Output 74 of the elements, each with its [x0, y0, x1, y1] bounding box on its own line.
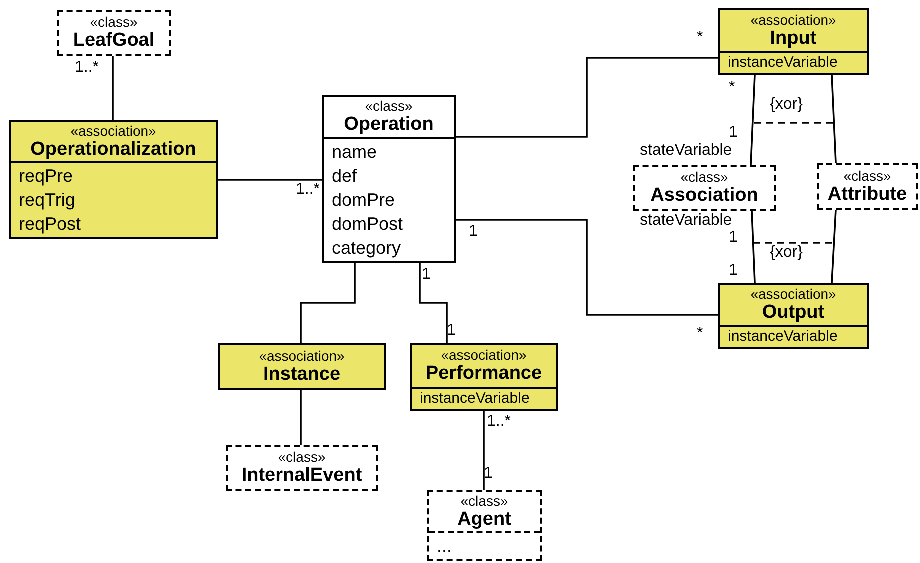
- association-class-box: [718, 8, 869, 75]
- multiplicity-label: 1: [729, 262, 738, 280]
- stereotype-label: «class»: [278, 449, 326, 465]
- multiplicity-label: 1: [729, 229, 738, 247]
- attribute-label: def: [332, 165, 358, 188]
- class-name: Output: [762, 302, 825, 324]
- multiplicity-label: 1..*: [487, 413, 512, 431]
- stereotype-label: «association»: [441, 347, 527, 363]
- attribute-label: ...: [437, 535, 452, 558]
- multiplicity-label: 1: [484, 465, 493, 483]
- class-name: Operation: [344, 114, 434, 136]
- multiplicity-label: 1..*: [75, 59, 100, 77]
- role-name: stateVariable: [640, 142, 732, 160]
- association-class-box: [218, 343, 386, 390]
- class-box: [633, 165, 776, 211]
- association-line: [483, 411, 485, 490]
- class-name: Performance: [426, 363, 542, 385]
- association-line: [831, 74, 837, 164]
- attribute-label: category: [332, 237, 402, 260]
- multiplicity-label: *: [729, 79, 736, 97]
- association-line: [300, 263, 356, 343]
- class-box: [817, 163, 918, 210]
- class-box: [57, 10, 171, 56]
- multiplicity-label: *: [697, 29, 704, 47]
- association-line: [751, 210, 756, 284]
- class-name: Attribute: [828, 184, 908, 206]
- class-box: [427, 490, 542, 561]
- role-name: stateVariable: [640, 212, 732, 230]
- association-class-box: [9, 120, 218, 239]
- attribute-label: reqTrig: [19, 189, 76, 212]
- association-line: [112, 56, 114, 120]
- class-name: Input: [770, 28, 817, 50]
- constraint-label: {xor}: [770, 244, 803, 262]
- class-box: [322, 95, 456, 263]
- association-line: [456, 57, 718, 138]
- attribute-label: reqPre: [19, 165, 74, 188]
- association-line: [831, 210, 837, 284]
- class-name: Operationalization: [30, 138, 196, 160]
- stereotype-label: «class»: [365, 98, 413, 114]
- multiplicity-label: 1: [447, 322, 456, 340]
- attribute-label: instanceVariable: [728, 328, 838, 346]
- stereotype-label: «class»: [90, 14, 138, 30]
- class-name: InternalEvent: [242, 465, 362, 487]
- multiplicity-label: *: [697, 325, 704, 343]
- multiplicity-label: 1: [729, 124, 738, 142]
- attribute-label: domPost: [332, 213, 404, 236]
- constraint-label: {xor}: [770, 96, 803, 114]
- multiplicity-label: 1..*: [296, 181, 320, 199]
- stereotype-label: «association»: [750, 286, 836, 302]
- attribute-label: domPre: [332, 189, 396, 212]
- class-box: [226, 445, 378, 491]
- association-line: [456, 219, 718, 316]
- class-name: Association: [650, 185, 758, 207]
- stereotype-label: «class»: [460, 492, 508, 508]
- stereotype-label: «class»: [680, 169, 728, 185]
- attribute-label: name: [332, 141, 378, 164]
- association-line: [300, 390, 302, 445]
- multiplicity-label: 1: [422, 266, 431, 284]
- association-class-box: [718, 283, 869, 349]
- association-line: [419, 263, 448, 343]
- stereotype-label: «association»: [750, 12, 836, 28]
- attribute-label: reqPost: [19, 213, 82, 236]
- class-name: Agent: [458, 508, 512, 530]
- stereotype-label: «class»: [844, 168, 892, 184]
- stereotype-label: «association»: [259, 348, 345, 364]
- multiplicity-label: 1: [469, 223, 478, 241]
- association-line: [750, 74, 756, 166]
- attribute-label: instanceVariable: [728, 54, 838, 72]
- stereotype-label: «association»: [70, 122, 156, 138]
- class-name: LeafGoal: [73, 30, 155, 52]
- attribute-label: instanceVariable: [420, 390, 530, 408]
- association-class-box: [410, 343, 558, 411]
- association-line: [218, 179, 322, 181]
- class-name: Instance: [263, 364, 341, 386]
